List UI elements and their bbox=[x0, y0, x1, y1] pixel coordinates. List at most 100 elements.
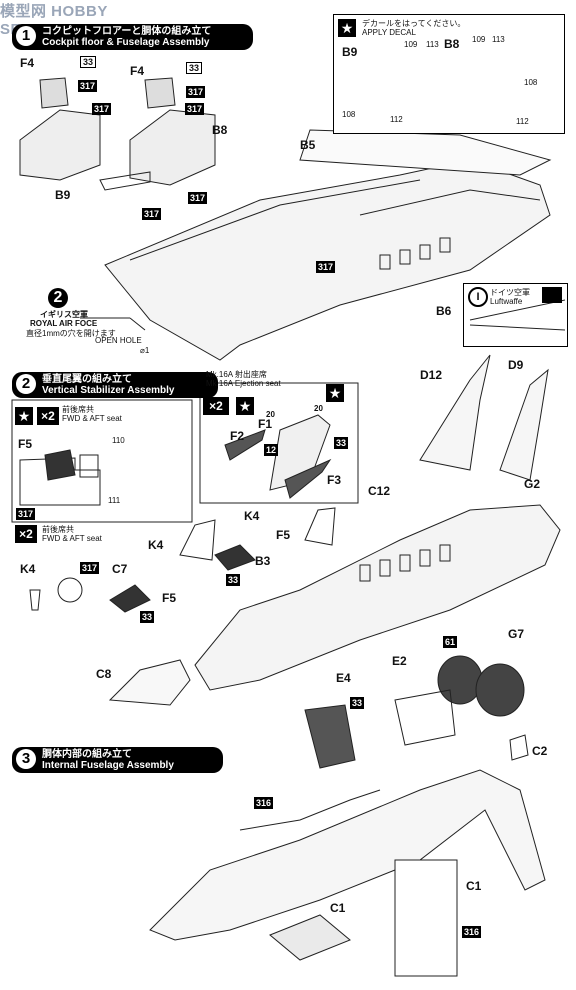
part-number: 316 bbox=[462, 926, 482, 938]
part-number: 20 bbox=[266, 410, 275, 419]
part-number: 317 bbox=[316, 261, 336, 273]
decal-number: 108 bbox=[342, 110, 356, 119]
decal-number: 112 bbox=[390, 115, 403, 124]
part-number: 317 bbox=[142, 208, 162, 220]
step-title-jp: 胴体内部の組み立て bbox=[42, 749, 132, 760]
step-title-jp: コクピットフロアーと胴体の組み立て bbox=[42, 26, 212, 37]
part-number: 317 bbox=[92, 103, 112, 115]
part-label: K4 bbox=[148, 538, 164, 552]
part-label: C1 bbox=[466, 879, 482, 893]
decal-number: 109 bbox=[472, 35, 486, 44]
part-label: B8 bbox=[444, 37, 460, 51]
star-icon: ★ bbox=[326, 384, 344, 402]
part-number: 110 bbox=[112, 436, 125, 445]
fwd-jp-2: 前後席共 bbox=[42, 525, 74, 534]
part-number: 33 bbox=[334, 437, 349, 449]
part-label: D9 bbox=[508, 358, 524, 372]
decal-jp: デカールをはってください。 bbox=[362, 19, 466, 28]
part-label: F1 bbox=[258, 417, 273, 431]
part-label: C2 bbox=[532, 744, 548, 758]
part-number: 317 bbox=[80, 562, 100, 574]
part-label: F4 bbox=[130, 64, 145, 78]
part-label: F4 bbox=[20, 56, 35, 70]
step-3-header: 3 胴体内部の組み立て Internal Fuselage Assembly bbox=[12, 747, 223, 773]
seat-multiplier: ×2 bbox=[203, 397, 229, 415]
decal-number: 109 bbox=[404, 40, 418, 49]
step-title-en: Internal Fuselage Assembly bbox=[42, 760, 174, 771]
part-number: 33 bbox=[80, 56, 97, 68]
decal-number: 108 bbox=[524, 78, 538, 87]
seat-title-en: Mk.16A Ejection seat bbox=[206, 379, 281, 388]
part-number: 317 bbox=[16, 508, 36, 520]
step-title-jp: 垂直尾翼の組み立て bbox=[42, 374, 132, 385]
part-number: 317 bbox=[186, 86, 206, 98]
decal-number: 113 bbox=[426, 40, 439, 49]
part-number: 33 bbox=[226, 574, 241, 586]
step-title-en: Cockpit floor & Fuselage Assembly bbox=[42, 37, 210, 48]
royal-marker: 2 bbox=[48, 288, 68, 308]
part-number: 317 bbox=[188, 192, 208, 204]
luftwaffe-inset: I ドイツ空軍 Luftwaffe bbox=[463, 283, 568, 347]
seat-title-jp: Mk.16A 射出座席 bbox=[206, 370, 267, 379]
part-label: F5 bbox=[162, 591, 177, 605]
part-label: C12 bbox=[368, 484, 391, 498]
part-label: B6 bbox=[436, 304, 452, 318]
decal-number: 112 bbox=[516, 117, 529, 126]
part-label: C7 bbox=[112, 562, 128, 576]
step-number: 1 bbox=[16, 26, 36, 46]
part-number: 317 bbox=[78, 80, 98, 92]
step-2-header: 2 垂直尾翼の組み立て Vertical Stabilizer Assembly bbox=[12, 372, 218, 398]
star-icon: ★ bbox=[338, 19, 356, 37]
part-label: B9 bbox=[342, 45, 358, 59]
part-label: C8 bbox=[96, 667, 112, 681]
part-label: E4 bbox=[336, 671, 351, 685]
decal-box: ★ デカールをはってください。 APPLY DECAL B9 B8 109 11… bbox=[333, 14, 565, 134]
part-number: 316 bbox=[254, 797, 274, 809]
part-label: F5 bbox=[276, 528, 291, 542]
part-label: G2 bbox=[524, 477, 541, 491]
part-label: C1 bbox=[330, 901, 346, 915]
part-label: K4 bbox=[20, 562, 36, 576]
part-number: 33 bbox=[350, 697, 365, 709]
fwd-en: FWD & AFT seat bbox=[62, 414, 122, 423]
part-label: K4 bbox=[244, 509, 260, 523]
fwd-jp: 前後席共 bbox=[62, 405, 94, 414]
star-icon: ★ bbox=[236, 397, 254, 415]
fwd-en-2: FWD & AFT seat bbox=[42, 534, 102, 543]
step-number: 2 bbox=[16, 374, 36, 394]
luftwaffe-jp: ドイツ空軍 bbox=[490, 288, 530, 297]
part-label: B9 bbox=[55, 188, 71, 202]
part-number: 20 bbox=[314, 404, 323, 413]
part-label: E2 bbox=[392, 654, 407, 668]
royal-jp: イギリス空軍 bbox=[40, 310, 88, 319]
fwd-multiplier-2: ×2 bbox=[15, 525, 37, 543]
cross-icon: I bbox=[468, 287, 488, 307]
part-number: 12 bbox=[264, 444, 279, 456]
hole-diameter: ⌀1 bbox=[140, 346, 150, 355]
star-icon: ★ bbox=[15, 407, 33, 425]
part-label: F3 bbox=[327, 473, 342, 487]
royal-en: ROYAL AIR FOCE bbox=[30, 319, 98, 328]
decal-en: APPLY DECAL bbox=[362, 28, 416, 37]
part-label: B5 bbox=[300, 138, 316, 152]
royal-note: 直径1mmの穴を開けます bbox=[26, 329, 116, 338]
part-number: 33 bbox=[140, 611, 155, 623]
part-label: F5 bbox=[18, 437, 33, 451]
part-number: 111 bbox=[108, 496, 121, 505]
step-number: 3 bbox=[16, 749, 36, 769]
luftwaffe-emblem-icon bbox=[542, 287, 562, 303]
step-title-en: Vertical Stabilizer Assembly bbox=[42, 385, 175, 396]
open-hole: OPEN HOLE bbox=[95, 336, 142, 345]
part-label: B8 bbox=[212, 123, 228, 137]
part-label: B3 bbox=[255, 554, 271, 568]
luftwaffe-en: Luftwaffe bbox=[490, 297, 523, 306]
part-label: D12 bbox=[420, 368, 443, 382]
decal-number: 113 bbox=[492, 35, 505, 44]
part-label: G7 bbox=[508, 627, 525, 641]
part-number: 33 bbox=[186, 62, 203, 74]
part-number: 317 bbox=[185, 103, 205, 115]
part-number: 61 bbox=[443, 636, 458, 648]
fwd-multiplier: ×2 bbox=[37, 407, 59, 425]
part-label: F2 bbox=[230, 429, 245, 443]
